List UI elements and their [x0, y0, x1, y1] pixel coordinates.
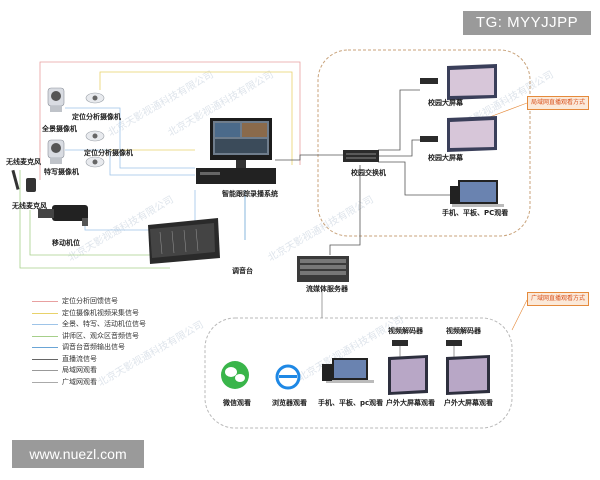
- legend-line: [32, 335, 58, 337]
- video-line: [65, 107, 195, 169]
- audio-line: [19, 170, 170, 269]
- legend-line: [32, 370, 58, 371]
- callout-lan: 局域网直播观看方式: [527, 96, 589, 110]
- callout-wan: 广域网直播观看方式: [527, 292, 589, 306]
- label-decoder: 视频解码器: [388, 327, 423, 335]
- legend-line: [32, 358, 58, 360]
- recording-system-icon: [196, 118, 276, 184]
- label-mobile-pc-view: 手机、平板、pc观看: [318, 399, 384, 407]
- legend-label: 广域网观看: [62, 378, 97, 386]
- panorama-camera-icon: [47, 87, 65, 112]
- label-panorama-camera: 全景摄像机: [42, 125, 77, 133]
- label-campus-screen: 校园大屏幕: [428, 154, 463, 162]
- positioning-camera-icon: [85, 92, 105, 104]
- label-campus-devices: 手机、平板、PC观看: [442, 209, 509, 217]
- label-wireless-mic: 无线麦克风: [12, 202, 47, 210]
- label-campus-screen: 校园大屏幕: [428, 99, 463, 107]
- campus-screen-icon: [420, 64, 497, 100]
- positioning-camera-icon: [85, 130, 105, 142]
- legend-label: 直播流信号: [62, 355, 97, 363]
- legend-label: 全景、特写、活动机位信号: [62, 321, 146, 328]
- label-decoder: 视频解码器: [446, 327, 481, 335]
- label-wechat-view: 微信观看: [223, 399, 251, 407]
- browser-icon: [275, 364, 301, 390]
- label-recording-system: 智能跟踪录播系统: [222, 190, 278, 198]
- decoder-icon: [392, 340, 408, 346]
- header-tag: TG: MYYJJPP: [463, 11, 591, 35]
- stream-line: [275, 154, 345, 161]
- label-mobile-camera: 移动机位: [52, 239, 80, 247]
- outdoor-screen-icon: [388, 355, 428, 395]
- legend-label: 讲师区、观众区音频信号: [62, 332, 139, 340]
- label-campus-switch: 校园交换机: [351, 169, 386, 177]
- feedback-line: [39, 61, 301, 165]
- microphone-icon: [11, 169, 36, 192]
- label-browser-view: 浏览器观看: [272, 399, 307, 407]
- laptop-icon: [450, 180, 504, 207]
- video-camera-icon: [38, 205, 88, 226]
- legend-label: 定位分析回馈信号: [62, 298, 118, 305]
- legend-line: [32, 324, 58, 325]
- label-wireless-mic: 无线麦克风: [6, 158, 41, 166]
- capture-line: [99, 71, 293, 165]
- footer-url: www.nuezl.com: [12, 440, 144, 468]
- label-closeup-camera: 特写摄像机: [44, 168, 79, 176]
- label-outdoor-screen: 户外大屏幕观看: [386, 399, 435, 407]
- legend-line: [32, 301, 58, 302]
- lan-region: [317, 49, 531, 237]
- label-media-server: 流媒体服务器: [306, 285, 348, 293]
- label-positioning-camera: 定位分析摄像机: [84, 149, 133, 157]
- wechat-icon: [221, 361, 249, 389]
- switch-icon: [343, 150, 379, 162]
- campus-screen-icon: [420, 116, 497, 152]
- legend-line: [32, 381, 58, 383]
- legend-line: [32, 347, 58, 348]
- legend-label: 局域网观看: [62, 367, 97, 374]
- server-icon: [297, 256, 349, 282]
- decoder-icon: [446, 340, 462, 346]
- outdoor-screen-icon: [446, 355, 490, 395]
- laptop-icon: [322, 358, 374, 383]
- label-positioning-camera: 定位分析摄像机: [72, 113, 121, 121]
- positioning-camera-icon: [85, 156, 105, 168]
- legend-line: [32, 312, 58, 314]
- legend-label: 调音台音频输出信号: [62, 344, 125, 351]
- wan-region: [204, 317, 513, 429]
- closeup-camera-icon: [47, 139, 65, 164]
- legend-label: 定位摄像机视频采集信号: [62, 309, 139, 317]
- mixer-icon: [148, 218, 220, 264]
- label-mixer: 调音台: [232, 267, 253, 275]
- label-outdoor-screen: 户外大屏幕观看: [444, 399, 493, 407]
